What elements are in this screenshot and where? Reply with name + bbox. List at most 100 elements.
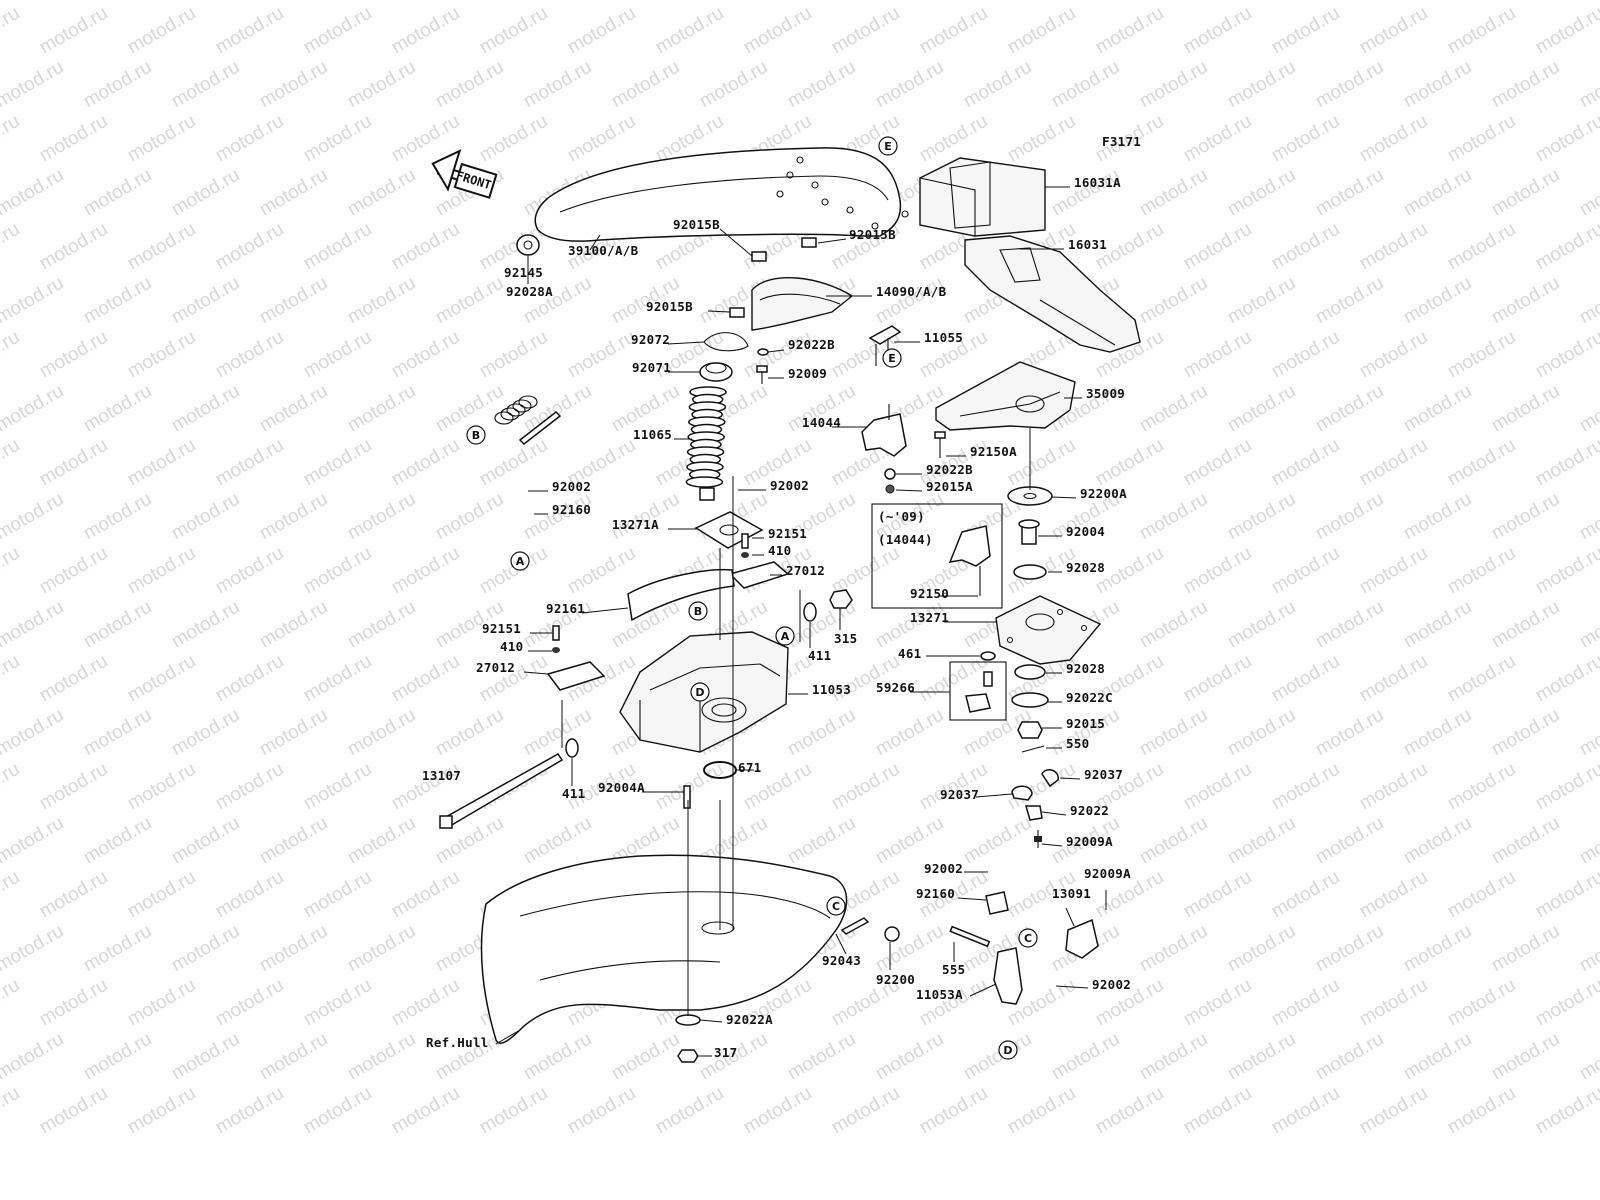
watermark-text: motod.ru xyxy=(1488,0,1563,4)
part-label: 92161 xyxy=(546,601,585,616)
watermark-text: motod.ru xyxy=(300,327,375,383)
leader-line xyxy=(581,607,629,614)
watermark-text: motod.ru xyxy=(80,489,155,545)
watermark-text: motod.ru xyxy=(1356,435,1431,491)
watermark-text: motod.ru xyxy=(916,1083,991,1139)
watermark-text: motod.ru xyxy=(1180,219,1255,275)
watermark-text: motod.ru xyxy=(344,1029,419,1085)
stud-92004 xyxy=(1018,519,1040,545)
watermark-text: motod.ru xyxy=(1180,651,1255,707)
stud-92004A xyxy=(683,785,691,809)
watermark-text: motod.ru xyxy=(872,921,947,977)
watermark-text: motod.ru xyxy=(212,975,287,1031)
part-label: 92022 xyxy=(1070,803,1109,818)
part-label: 410 xyxy=(768,543,791,558)
watermark-text: motod.ru xyxy=(476,111,551,167)
part-label: 92028A xyxy=(506,284,553,299)
part-label: 92004A xyxy=(598,780,645,795)
leader-line xyxy=(817,238,847,244)
watermark-text: motod.ru xyxy=(300,543,375,599)
watermark-text: motod.ru xyxy=(1576,57,1600,113)
watermark-text: motod.ru xyxy=(1488,165,1563,221)
watermark-text: motod.ru xyxy=(1268,435,1343,491)
part-label: 411 xyxy=(562,786,585,801)
clamp-92022 xyxy=(1025,805,1043,821)
washer-411-left xyxy=(565,738,579,758)
watermark-text: motod.ru xyxy=(960,0,1035,4)
watermark-text: motod.ru xyxy=(916,111,991,167)
watermark-text: motod.ru xyxy=(520,57,595,113)
part-16031A xyxy=(919,157,1046,237)
ref-letter: E xyxy=(888,352,896,365)
watermark-text: motod.ru xyxy=(1312,813,1387,869)
watermark-text: motod.ru xyxy=(520,705,595,761)
part-label: 461 xyxy=(898,646,921,661)
clamp-92072 xyxy=(703,332,749,352)
watermark-text: motod.ru xyxy=(1532,327,1600,383)
watermark-text: motod.ru xyxy=(0,3,23,59)
watermark-text: motod.ru xyxy=(212,327,287,383)
part-label: 92037 xyxy=(1084,767,1123,782)
part-label: 92002 xyxy=(1092,977,1131,992)
watermark-text: motod.ru xyxy=(1532,435,1600,491)
watermark-text: motod.ru xyxy=(0,543,23,599)
watermark-text: motod.ru xyxy=(1532,111,1600,167)
part-label: 92022B xyxy=(926,462,973,477)
watermark-text: motod.ru xyxy=(80,1029,155,1085)
watermark-text: motod.ru xyxy=(36,543,111,599)
part-label: 27012 xyxy=(786,563,825,578)
plate-35009 xyxy=(935,361,1076,431)
part-label: 92028 xyxy=(1066,661,1105,676)
ref-circle xyxy=(510,551,530,571)
watermark-text: motod.ru xyxy=(1048,705,1123,761)
watermark-text: motod.ru xyxy=(1488,381,1563,437)
watermark-text: motod.ru xyxy=(1356,543,1431,599)
watermark-text: motod.ru xyxy=(1400,381,1475,437)
watermark-text: motod.ru xyxy=(476,543,551,599)
watermark-text: motod.ru xyxy=(1444,327,1519,383)
watermark-text: motod.ru xyxy=(1400,1029,1475,1085)
watermark-text: motod.ru xyxy=(212,651,287,707)
watermark-text: motod.ru xyxy=(168,921,243,977)
watermark-text: motod.ru xyxy=(1224,489,1299,545)
watermark-text: motod.ru xyxy=(1532,651,1600,707)
watermark-text: motod.ru xyxy=(80,165,155,221)
watermark-text: motod.ru xyxy=(168,705,243,761)
watermark-text: motod.ru xyxy=(1268,759,1343,815)
watermark-text: motod.ru xyxy=(740,3,815,59)
leader-line xyxy=(767,349,785,353)
part-label: 27012 xyxy=(476,660,515,675)
washer-92022C xyxy=(1011,692,1049,708)
watermark-text: motod.ru xyxy=(1004,111,1079,167)
watermark-text: motod.ru xyxy=(212,867,287,923)
watermark-text: motod.ru xyxy=(212,219,287,275)
nut-410 xyxy=(741,552,749,558)
watermark-text: motod.ru xyxy=(344,57,419,113)
leader-line xyxy=(719,228,753,257)
part-label: 92160 xyxy=(552,502,591,517)
watermark-text: motod.ru xyxy=(0,597,67,653)
part-label: 16031 xyxy=(1068,237,1107,252)
part-label: 13107 xyxy=(422,768,461,783)
watermark-text: motod.ru xyxy=(1312,597,1387,653)
watermark-text: motod.ru xyxy=(828,759,903,815)
watermark-text: motod.ru xyxy=(1312,1029,1387,1085)
leader-line xyxy=(895,489,923,492)
part-labels: 16031A1603139100/A/B92028A92015B92015B14… xyxy=(422,175,1131,1060)
part-label: 11065 xyxy=(633,427,672,442)
part-label: 410 xyxy=(500,639,523,654)
pad-92160 xyxy=(985,891,1009,915)
ref-circle xyxy=(1018,928,1038,948)
watermark-text: motod.ru xyxy=(168,1029,243,1085)
watermark-text: motod.ru xyxy=(1268,651,1343,707)
watermark-text: motod.ru xyxy=(1180,1083,1255,1139)
watermark-text: motod.ru xyxy=(388,975,463,1031)
leader-line xyxy=(707,310,731,313)
part-label: Ref.Hull xyxy=(426,1035,489,1050)
part-label: 92002 xyxy=(924,861,963,876)
watermark-text: motod.ru xyxy=(476,327,551,383)
watermark-text: motod.ru xyxy=(344,921,419,977)
part-label: 92004 xyxy=(1066,524,1105,539)
watermark-text: motod.ru xyxy=(388,1083,463,1139)
